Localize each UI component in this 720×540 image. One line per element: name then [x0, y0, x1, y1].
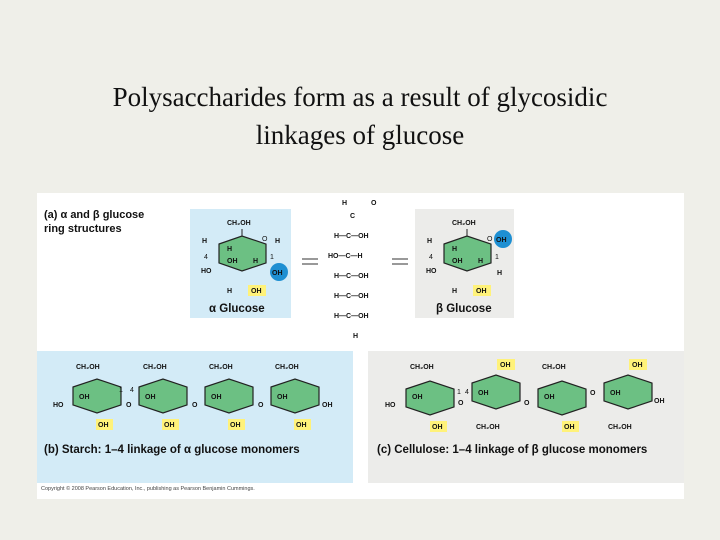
- starch-num-4: 4: [130, 387, 134, 394]
- figure-svg: (a) α and β glucose ring structures O CH…: [37, 200, 684, 483]
- equilibrium-arrow-left: [302, 258, 318, 265]
- cellulose-link-o-1: O: [458, 400, 464, 407]
- panel-a-label-line1: (a) α and β glucose: [44, 209, 144, 221]
- beta-glucose-ring: O CH₂OH H H OH H OH 4 1 HO H H OH β Gluc…: [426, 220, 512, 315]
- beta-oh-inner: OH: [452, 258, 463, 265]
- chain-row-5: H—C—OH: [334, 313, 369, 320]
- beta-ch2oh: CH₂OH: [452, 220, 476, 227]
- cellulose-oh-bottom-1: OH: [432, 424, 443, 431]
- beta-glucose-caption: β Glucose: [436, 303, 492, 315]
- cellulose-oh-inner-2: OH: [478, 390, 489, 397]
- starch-oh-inner-3: OH: [211, 394, 222, 401]
- starch-num-1: 1: [119, 387, 123, 394]
- starch-chain: [72, 378, 320, 414]
- cellulose-oh-inner-1: OH: [412, 394, 423, 401]
- alpha-num-4: 4: [204, 254, 208, 261]
- title-line-1: Polysaccharides form as a result of glyc…: [112, 82, 608, 112]
- beta-h-inner-right: H: [478, 258, 483, 265]
- beta-h-bottom: H: [452, 288, 457, 295]
- copyright-notice: Copyright © 2008 Pearson Education, Inc.…: [41, 486, 255, 492]
- alpha-h-left: H: [202, 238, 207, 245]
- cellulose-num-1: 1: [457, 389, 461, 396]
- starch-oh-inner-4: OH: [277, 394, 288, 401]
- chain-row-3: H—C—OH: [334, 273, 369, 280]
- starch-labels: CH₂OH CH₂OH CH₂OH CH₂OH HO OH OH OH OH O…: [44, 364, 333, 456]
- cellulose-chain: [405, 374, 653, 416]
- cellulose-ho-left: HO: [385, 402, 396, 409]
- beta-num-1: 1: [495, 254, 499, 261]
- starch-link-o-1: O: [126, 402, 132, 409]
- cellulose-num-4: 4: [465, 389, 469, 396]
- alpha-num-1: 1: [270, 254, 274, 261]
- cellulose-link-o-2: O: [524, 400, 530, 407]
- cellulose-link-o-3: O: [590, 390, 596, 397]
- alpha-h-bottom: H: [227, 288, 232, 295]
- chain-top-o: O: [371, 200, 377, 207]
- starch-link-o-2: O: [192, 402, 198, 409]
- chain-row-4: H—C—OH: [334, 293, 369, 300]
- starch-ch2oh-3: CH₂OH: [209, 364, 233, 371]
- alpha-h-inner: H: [227, 246, 232, 253]
- chain-bottom-h: H: [353, 333, 358, 340]
- cellulose-ch2oh-bottom-2: CH₂OH: [476, 424, 500, 431]
- alpha-h-right: H: [275, 238, 280, 245]
- cellulose-panel: [368, 351, 684, 483]
- chain-top-h: H: [342, 200, 347, 207]
- cellulose-oh-top-4: OH: [632, 362, 643, 369]
- starch-ho-left: HO: [53, 402, 64, 409]
- starch-oh-bottom-3: OH: [230, 422, 241, 429]
- alpha-glucose-caption: α Glucose: [209, 303, 265, 315]
- beta-ring-oxygen: O: [487, 236, 493, 243]
- starch-oh-inner-1: OH: [79, 394, 90, 401]
- open-chain-glucose: H O C H—C—OH HO—C—H H—C—OH H—C—OH H—C—OH…: [328, 200, 377, 340]
- starch-oh-bottom-4: OH: [296, 422, 307, 429]
- cellulose-labels: CH₂OH OH CH₂OH OH HO OH OH OH OH O O O 1…: [377, 359, 665, 456]
- cellulose-caption: (c) Cellulose: 1–4 linkage of β glucose …: [377, 444, 647, 456]
- starch-link-o-3: O: [258, 402, 264, 409]
- chain-row-2: HO—C—H: [328, 253, 363, 260]
- alpha-ch2oh: CH₂OH: [227, 220, 251, 227]
- cellulose-oh-top-2: OH: [500, 362, 511, 369]
- title-line-2: linkages of glucose: [255, 120, 465, 150]
- cellulose-oh-right: OH: [654, 398, 665, 405]
- alpha-ho-left: HO: [201, 268, 212, 275]
- beta-h-inner: H: [452, 246, 457, 253]
- chain-row-1: H—C—OH: [334, 233, 369, 240]
- equilibrium-arrow-right: [392, 258, 408, 265]
- alpha-oh-inner: OH: [227, 258, 238, 265]
- alpha-ring-oxygen: O: [262, 236, 268, 243]
- starch-oh-right: OH: [322, 402, 333, 409]
- starch-ch2oh-2: CH₂OH: [143, 364, 167, 371]
- beta-oh-bottom: OH: [476, 288, 487, 295]
- starch-oh-bottom-2: OH: [164, 422, 175, 429]
- alpha-glucose-ring: O CH₂OH H H OH H H 4 1 HO H OH OH α Gluc…: [201, 220, 288, 315]
- starch-oh-inner-2: OH: [145, 394, 156, 401]
- panel-a-label-line2: ring structures: [44, 223, 122, 235]
- starch-caption: (b) Starch: 1–4 linkage of α glucose mon…: [44, 444, 300, 456]
- alpha-h-inner-right: H: [253, 258, 258, 265]
- slide-title: Polysaccharides form as a result of glyc…: [20, 78, 700, 154]
- cellulose-ch2oh-3: CH₂OH: [542, 364, 566, 371]
- starch-oh-bottom-1: OH: [98, 422, 109, 429]
- alpha-oh-bottom: OH: [251, 288, 262, 295]
- cellulose-oh-bottom-3: OH: [564, 424, 575, 431]
- cellulose-oh-inner-4: OH: [610, 390, 621, 397]
- beta-h-left: H: [427, 238, 432, 245]
- chain-top-c: C: [350, 213, 355, 220]
- cellulose-oh-inner-3: OH: [544, 394, 555, 401]
- beta-h-right: H: [497, 270, 502, 277]
- cellulose-ch2oh-bottom-4: CH₂OH: [608, 424, 632, 431]
- starch-ch2oh-1: CH₂OH: [76, 364, 100, 371]
- alpha-oh-highlight: OH: [272, 270, 283, 277]
- beta-oh-highlight: OH: [496, 237, 507, 244]
- beta-ho-left: HO: [426, 268, 437, 275]
- glucose-figure: (a) α and β glucose ring structures O CH…: [37, 193, 684, 499]
- starch-panel: [37, 351, 353, 483]
- starch-ch2oh-4: CH₂OH: [275, 364, 299, 371]
- beta-num-4: 4: [429, 254, 433, 261]
- cellulose-ch2oh-1: CH₂OH: [410, 364, 434, 371]
